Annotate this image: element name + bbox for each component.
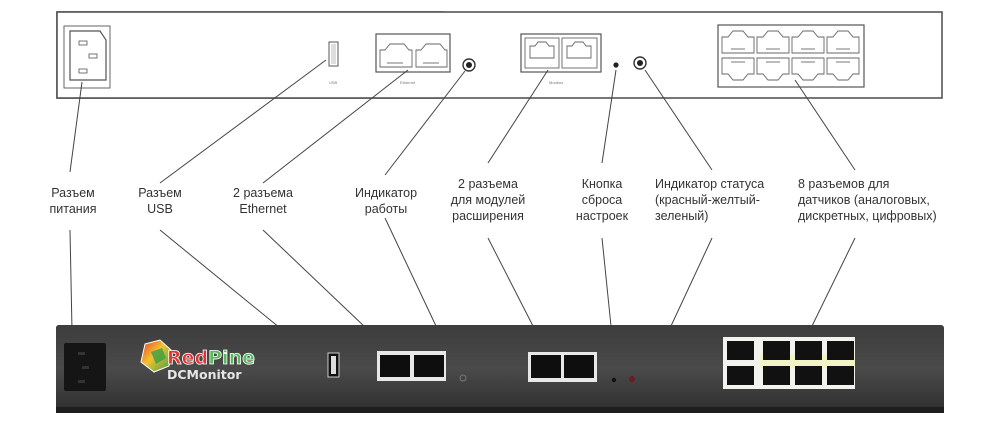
front-sensor-port [795, 366, 822, 385]
front-expansion-ports [528, 352, 597, 382]
front-sensor-port [763, 366, 790, 385]
sensor-port [791, 57, 825, 81]
sensor-port [721, 57, 755, 81]
sensor-port-contacts [731, 61, 745, 63]
leader-lines [69, 59, 856, 331]
front-sensor-port [763, 341, 790, 360]
front-status-led [629, 376, 635, 382]
sensor-port-contacts [836, 61, 850, 63]
callout-usb: Разъем USB [138, 186, 182, 216]
callout-power: Разъем питания [49, 186, 97, 216]
reset-button-drawing [613, 62, 619, 68]
sensor-port-contacts [801, 61, 815, 63]
callout-work-indicator: Индикатор работы [354, 186, 418, 216]
sensor-ports-drawing [717, 24, 865, 88]
brand-green-text: Pine [208, 347, 255, 369]
product-name: DCMonitor [167, 367, 242, 382]
front-sensor-port [827, 366, 854, 385]
callout-reset: Кнопка сброса настроек [575, 177, 629, 223]
front-sensor-port [795, 341, 822, 360]
usb-port-caption: USB [329, 80, 338, 85]
brand-red-text: Red [167, 347, 208, 369]
sensor-port-contacts [801, 48, 815, 50]
sensor-port-contacts [766, 61, 780, 63]
front-sensor-port [827, 341, 854, 360]
sensor-port [721, 30, 755, 54]
callout-status-indicator: Индикатор статуса (красный-желтый- зелен… [655, 177, 765, 223]
sensor-port [756, 30, 790, 54]
ethernet-ports-drawing: Ethernet [375, 33, 451, 85]
ethernet-port-caption: Ethernet [400, 80, 416, 85]
callout-ethernet: 2 разъема Ethernet [233, 186, 293, 216]
sensor-port-contacts [731, 48, 745, 50]
front-sensor-port [727, 341, 754, 360]
front-sensor-ports [723, 337, 855, 389]
front-sensor-port [727, 366, 754, 385]
sensor-port [756, 57, 790, 81]
svg-text:RedPine: RedPine [167, 347, 255, 369]
sensor-port [826, 57, 860, 81]
callout-sensors: 8 разъемов для датчиков (аналоговых, дис… [798, 177, 937, 223]
power-socket-drawing [63, 25, 111, 89]
front-reset-button [611, 377, 617, 383]
sensor-port-contacts [766, 48, 780, 50]
front-ethernet-ports [377, 351, 446, 381]
device-front-photo: RedPine DCMonitor [56, 325, 944, 413]
work-indicator-led-drawing [462, 58, 476, 72]
expansion-ports-drawing: Modbus [520, 33, 602, 85]
status-indicator-led-drawing [633, 56, 647, 70]
front-work-led [459, 374, 467, 382]
sensor-port [791, 30, 825, 54]
sensor-port-contacts [836, 48, 850, 50]
sensor-port [826, 30, 860, 54]
redpine-logo [140, 339, 172, 373]
modbus-port-caption: Modbus [549, 80, 563, 85]
rear-panel-body [56, 11, 943, 99]
usb-port-drawing: USB [328, 41, 339, 85]
callout-expansion: 2 разъема для модулей расширения [450, 177, 526, 223]
